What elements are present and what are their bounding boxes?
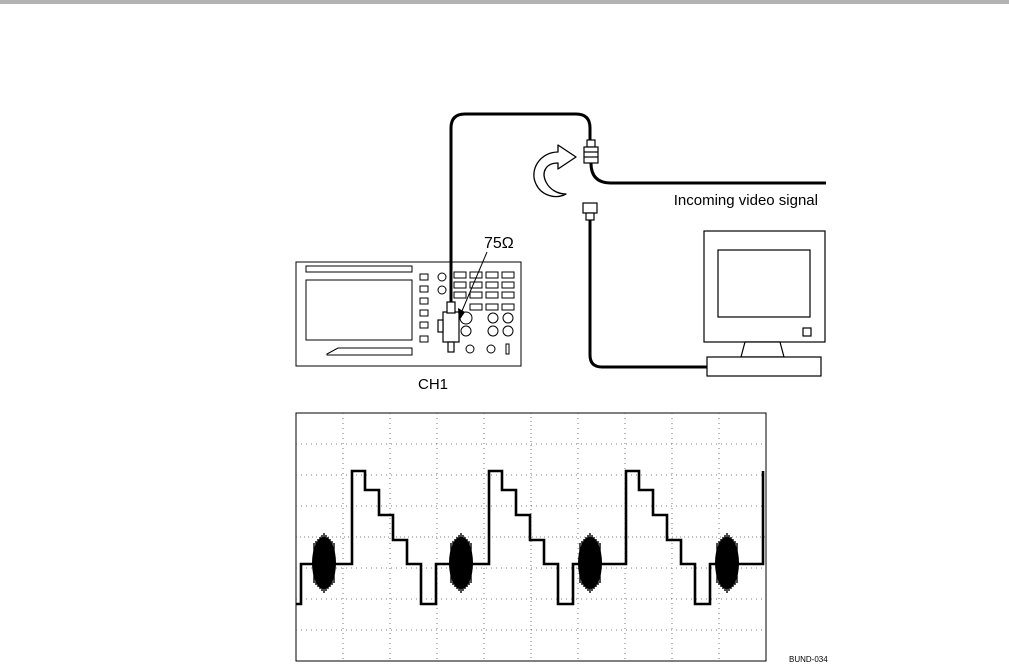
- rotate-arrow-icon: [534, 145, 576, 197]
- monitor-connector-icon: [583, 203, 597, 220]
- impedance-label: 75Ω: [484, 235, 514, 252]
- bnc-connector-icon: [584, 140, 598, 163]
- terminator-icon: [438, 302, 459, 352]
- oscilloscope-icon: [296, 262, 521, 366]
- figure-id-label: BUND-034: [789, 655, 828, 664]
- impedance-arrowhead: [458, 308, 465, 321]
- scope-display: [296, 413, 766, 661]
- monitor-cable: [590, 220, 707, 367]
- incoming-signal-cable: [591, 163, 826, 183]
- incoming-signal-label: Incoming video signal: [674, 192, 818, 209]
- monitor-icon: [704, 231, 825, 376]
- channel-label: CH1: [418, 376, 448, 393]
